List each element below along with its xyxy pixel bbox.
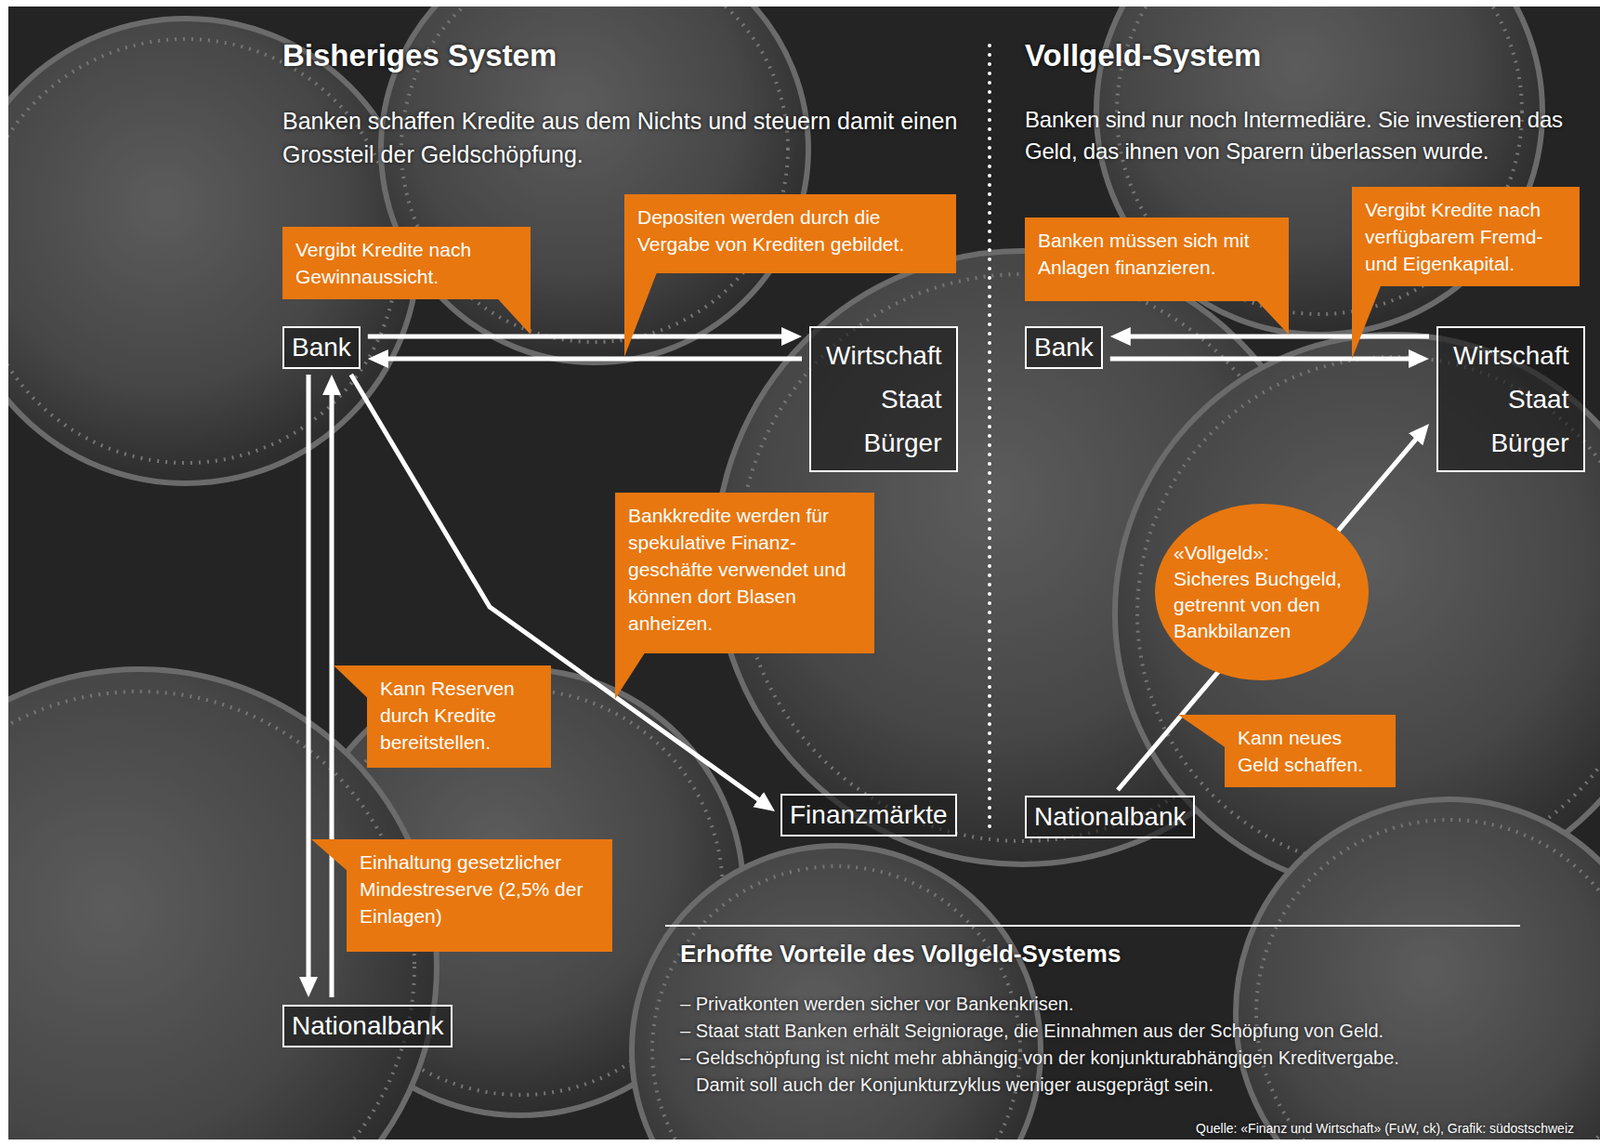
callout-box: Kann neues Geld schaffen. xyxy=(1224,714,1396,787)
flow-arrow xyxy=(1117,436,1418,790)
callout-box: Banken müssen sich mit Anlagen finanzier… xyxy=(1024,217,1289,302)
node-text: Vergibt Kredite nach verfügbarem Fremd- … xyxy=(1364,196,1567,277)
callout-box: Depositen werden durch die Vergabe von K… xyxy=(624,194,957,274)
flow-arrow xyxy=(306,374,312,981)
node-text: Kann Reserven durch Kredite bereitstelle… xyxy=(380,674,538,756)
bullet-text: – Privatkonten werden sicher vor Bankenk… xyxy=(680,990,1430,1018)
node-text: Depositen werden durch die Vergabe von K… xyxy=(637,203,944,258)
system-box: Bank xyxy=(1024,326,1103,369)
flow-arrow xyxy=(384,356,802,362)
node-text: Wirtschaft Staat Bürger xyxy=(826,333,942,465)
flow-arrow xyxy=(1110,356,1413,362)
photo-panel xyxy=(8,6,1600,1140)
subtitle: Banken sind nur noch Intermediäre. Sie i… xyxy=(1024,104,1594,168)
ellipse-shape xyxy=(1154,503,1369,681)
bullet-text: – Staat statt Banken erhält Seigniorage,… xyxy=(680,1017,1430,1045)
photo-dimmer xyxy=(8,6,1600,1140)
node-text: Nationalbank xyxy=(291,1009,444,1043)
node-text: Finanzmärkte xyxy=(789,798,948,832)
source-caption: Quelle: «Finanz und Wirtschaft» (FuW, ck… xyxy=(1195,1119,1574,1137)
node-text: Bankkredite werden für spekulative Finan… xyxy=(628,501,862,637)
ellipse-fill xyxy=(1154,503,1369,681)
callout-pointer xyxy=(624,260,662,357)
heading: Bisheriges System xyxy=(282,37,557,75)
system-box: Finanzmärkte xyxy=(780,793,958,837)
node-text: Einhaltung gesetzlicher Mindestreserve (… xyxy=(359,848,600,930)
bullet-text: – Geldschöpfung ist nicht mehr abhängig … xyxy=(680,1044,1430,1099)
node-text: Nationalbank xyxy=(1034,800,1186,834)
node-text: Wirtschaft Staat Bürger xyxy=(1453,333,1569,465)
flow-arrow xyxy=(367,334,786,340)
callout-box: Kann Reserven durch Kredite bereitstelle… xyxy=(367,665,551,768)
node-text: Kann neues Geld schaffen. xyxy=(1237,723,1383,778)
heading: Erhoffte Vorteile des Vollgeld-Systems xyxy=(680,938,1121,969)
node-text: Vergibt Kredite nach Gewinnaussicht. xyxy=(295,236,518,290)
dotted-divider xyxy=(987,45,992,832)
node-text: Bank xyxy=(1034,330,1094,365)
system-box: Wirtschaft Staat Bürger xyxy=(809,326,958,473)
system-box: Nationalbank xyxy=(1024,795,1195,839)
node-text: Banken müssen sich mit Anlagen finanzier… xyxy=(1037,226,1276,281)
node-text: «Vollgeld»: Sicheres Buchgeld, getrennt … xyxy=(1173,539,1351,644)
flow-arrow xyxy=(329,391,335,997)
system-box: Wirtschaft Staat Bürger xyxy=(1436,326,1586,473)
callout-box: Vergibt Kredite nach Gewinnaussicht. xyxy=(282,226,531,300)
system-box: Bank xyxy=(282,326,361,369)
system-box: Nationalbank xyxy=(282,1004,453,1048)
node-text: Bank xyxy=(291,330,352,365)
callout-box: Einhaltung gesetzlicher Mindestreserve (… xyxy=(346,839,613,952)
separator-line xyxy=(665,924,1521,927)
coins xyxy=(8,6,1600,1140)
callout-box: Vergibt Kredite nach verfügbarem Fremd- … xyxy=(1351,186,1580,287)
subtitle: Banken schaffen Kredite aus dem Nichts u… xyxy=(282,104,975,171)
heading: Vollgeld-System xyxy=(1024,37,1261,75)
callout-box: Bankkredite werden für spekulative Finan… xyxy=(615,492,875,654)
callout-ellipse: «Vollgeld»: Sicheres Buchgeld, getrennt … xyxy=(1154,503,1369,681)
flow-arrow xyxy=(1127,334,1430,340)
